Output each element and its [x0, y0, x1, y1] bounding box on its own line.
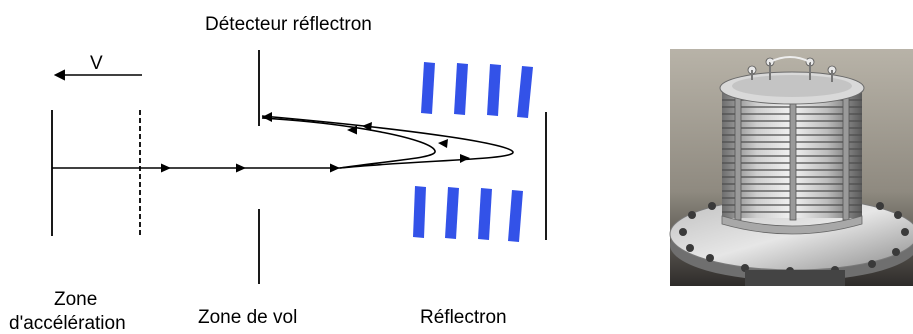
zone-acceleration-label-line2: d'accélération: [9, 313, 126, 334]
arrowhead-right: [330, 163, 340, 173]
zone-vol-label: Zone de vol: [198, 307, 297, 328]
arrowhead-right: [161, 163, 171, 173]
zone-acceleration-label-line1: Zone: [54, 289, 97, 310]
reflectron-plates-top: [421, 62, 533, 118]
reflectron-plate: [421, 62, 435, 114]
reflectron-label: Réflectron: [420, 307, 507, 328]
reflectron-plate: [445, 187, 459, 239]
arrowhead-left: [347, 125, 357, 135]
velocity-label: V: [90, 53, 103, 74]
reflectron-plate: [454, 63, 468, 115]
reflectron-plate: [478, 188, 492, 240]
reflectron-plates-bottom: [413, 186, 523, 242]
trajectory-inner: [261, 117, 436, 169]
arrowhead-left: [362, 122, 372, 131]
trajectory-arrowheads: [161, 112, 470, 173]
reflectron-plate: [413, 186, 426, 238]
ion-trajectories: [52, 115, 514, 169]
arrowhead-left: [438, 139, 448, 148]
reflectron-plate: [487, 64, 501, 116]
arrowhead-right: [460, 154, 470, 163]
arrowhead-left: [262, 112, 272, 122]
reflectron-plate: [508, 190, 523, 242]
reflectron-photo: [669, 49, 913, 286]
arrowhead-right: [236, 163, 246, 173]
detector-label: Détecteur réflectron: [205, 14, 372, 35]
reflectron-plate: [517, 66, 533, 118]
trajectory-outer: [261, 115, 514, 169]
